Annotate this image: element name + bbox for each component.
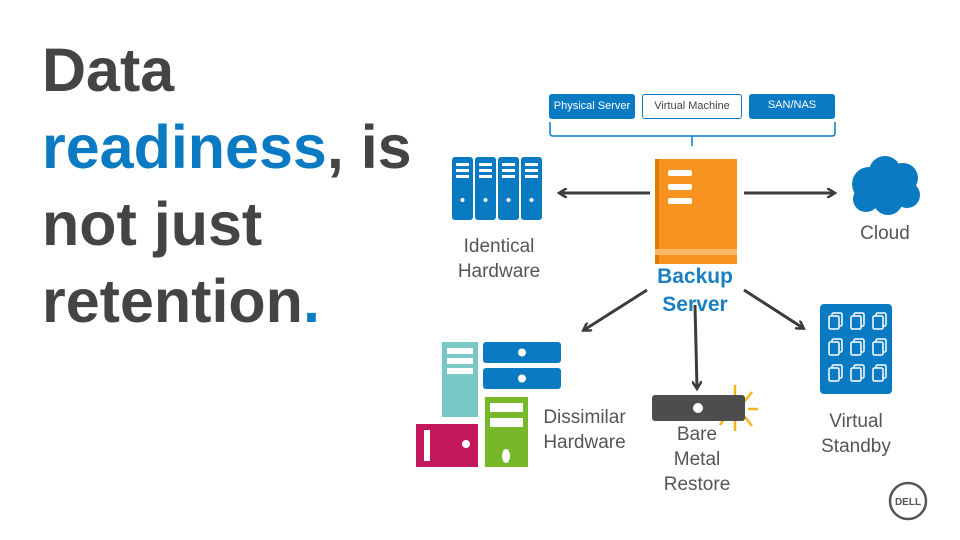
backup-label-line1: Backup — [657, 265, 733, 288]
vm-glyph — [850, 367, 862, 382]
arrow-to-virtual-standby — [743, 288, 803, 328]
identical-label-line2: Hardware — [457, 261, 541, 282]
dissimilar-label-line2: Hardware — [543, 432, 626, 453]
identical-hardware-details — [456, 163, 538, 202]
vm-glyph — [850, 341, 862, 356]
virtual-label-line1: Virtual — [829, 411, 883, 432]
source-physical-server: Physical Server — [549, 94, 635, 119]
bare-label-line2: Metal — [673, 449, 721, 470]
title-period: . — [302, 267, 320, 335]
dissimilar-label-line1: Dissimilar — [543, 407, 626, 428]
backup-server-icon — [655, 159, 737, 264]
title-line4: retention — [42, 267, 303, 335]
dissimilar-hardware-icon — [416, 342, 561, 467]
title-accent-word: readiness — [42, 113, 327, 181]
title-line3: not just — [42, 190, 263, 258]
source-virtual-machine: Virtual Machine — [642, 94, 742, 119]
vm-glyph — [828, 367, 840, 382]
bare-label-line3: Restore — [663, 474, 731, 495]
bare-metal-restore-label: Bare Metal Restore — [642, 422, 752, 497]
source-san-nas: SAN/NAS — [749, 94, 835, 119]
vm-glyph — [872, 315, 884, 330]
arrow-to-dissimilar-hardware — [584, 288, 648, 330]
identical-hardware-icon — [452, 157, 542, 220]
title-line1: Data — [42, 36, 175, 104]
bare-label-line1: Bare — [676, 424, 718, 445]
virtual-label-line2: Standby — [821, 436, 891, 457]
identical-hardware-label: Identical Hardware — [444, 234, 554, 284]
dell-logo: DELL — [888, 481, 928, 521]
arrow-to-bare-metal — [695, 304, 697, 388]
title-line2-rest: , is — [326, 113, 412, 181]
vm-glyph — [872, 341, 884, 356]
vm-glyph — [828, 341, 840, 356]
bare-metal-icon — [652, 385, 758, 431]
identical-label-line1: Identical — [463, 236, 535, 257]
cloud-icon — [852, 156, 920, 215]
slide-title: Data readiness, is not just retention. — [42, 32, 442, 340]
dell-logo-text: DELL — [895, 497, 921, 508]
vm-glyph — [828, 315, 840, 330]
vm-glyph — [850, 315, 862, 330]
virtual-standby-icon — [820, 304, 892, 394]
vm-glyph — [872, 367, 884, 382]
virtual-standby-label: Virtual Standby — [805, 409, 907, 459]
backup-label-line2: Server — [662, 293, 728, 316]
arrows — [560, 193, 834, 388]
dissimilar-hardware-label: Dissimilar Hardware — [532, 405, 637, 455]
cloud-label: Cloud — [860, 223, 910, 244]
source-bracket — [549, 122, 836, 137]
backup-server-label: Backup Server — [635, 263, 755, 319]
